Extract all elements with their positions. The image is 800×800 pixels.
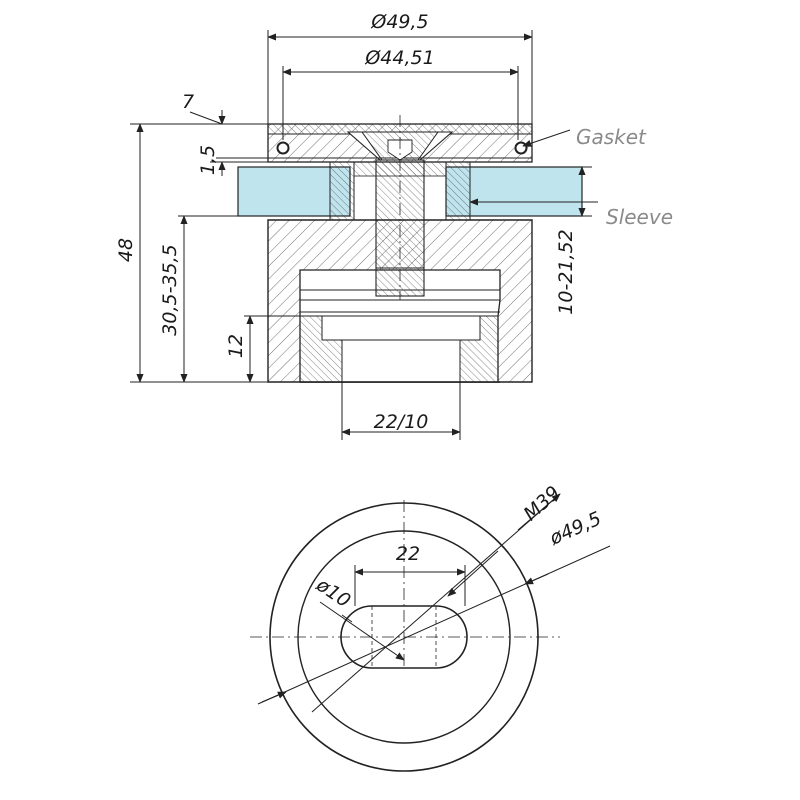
dim-slot-length: 22 — [396, 543, 420, 565]
dim-thread-height: 12 — [225, 334, 247, 358]
dim-gasket-gap: 1,5 — [197, 145, 219, 175]
dim-outer: ø49,5 — [546, 508, 605, 550]
gasket-ring-right — [514, 141, 528, 155]
dim-hole: ø10 — [312, 573, 355, 612]
dim-slot: 22/10 — [374, 411, 429, 433]
gasket-ring-left — [276, 141, 290, 155]
slot-hole — [340, 605, 468, 669]
dim-outer-diameter: Ø49,5 — [370, 11, 428, 33]
base-body — [267, 219, 533, 383]
dim-total-height: 48 — [115, 238, 137, 262]
dim-cap-height: 7 — [182, 91, 194, 113]
dim-range-height: 30,5-35,5 — [159, 244, 181, 335]
top-view — [250, 493, 611, 772]
dim-glass-thickness: 10-21,52 — [555, 229, 577, 314]
label-gasket: Gasket — [576, 125, 647, 149]
dim-inner-diameter: Ø44,51 — [364, 47, 434, 69]
side-section-view — [237, 115, 583, 383]
label-sleeve: Sleeve — [606, 205, 673, 229]
dim-thread: M39 — [520, 482, 565, 526]
side-dimensions — [130, 30, 598, 440]
